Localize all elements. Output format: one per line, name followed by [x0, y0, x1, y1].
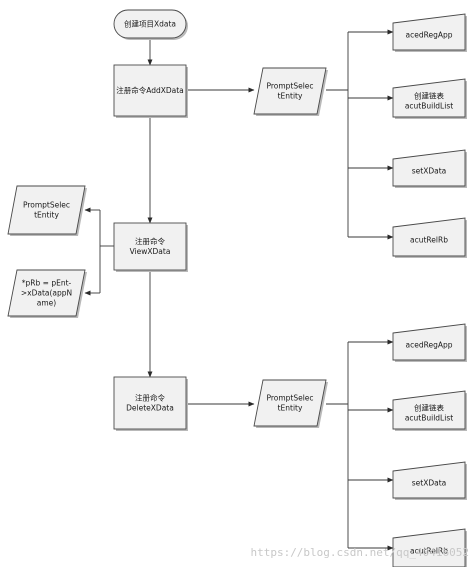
- node-d2-label-1: acutBuildList: [405, 102, 453, 111]
- node-delx-label-0: 注册命令: [135, 393, 165, 403]
- node-d5: acedRegApp: [392, 323, 467, 362]
- node-d8-label-0: acutRelRb: [410, 547, 448, 556]
- connector-lines: [84, 29, 394, 551]
- node-viewx-shape: [113, 222, 187, 271]
- node-ps3-shape: [253, 379, 327, 427]
- node-d4: acutRelRb: [392, 217, 467, 258]
- node-prb-label-2: ame): [37, 299, 57, 308]
- node-viewx-label-0: 注册命令: [135, 236, 165, 246]
- node-d3-label-0: setXData: [412, 167, 447, 176]
- node-ps2-shape: [7, 185, 86, 235]
- node-d3-shape: [392, 149, 466, 187]
- node-d2-label-0: 创建链表: [414, 91, 444, 101]
- node-delx-label-1: DeleteXData: [126, 404, 174, 413]
- node-d4-label-0: acutRelRb: [410, 236, 448, 245]
- node-d8: acutRelRb: [392, 528, 467, 569]
- node-start-shape: [113, 9, 187, 39]
- node-start: 创建项目Xdata: [113, 9, 188, 40]
- node-ps1-label-1: tEntity: [278, 92, 303, 101]
- node-ps2-label-1: tEntity: [34, 211, 59, 220]
- node-start-label-0: 创建项目Xdata: [124, 19, 176, 29]
- node-prb-label-1: >xData(appN: [21, 289, 72, 298]
- node-ps2-label-0: PromptSelec: [23, 201, 70, 210]
- node-d7-shape: [392, 461, 466, 499]
- node-addx-label-0: 注册命令AddXData: [116, 85, 184, 95]
- node-d5-shape: [392, 323, 466, 361]
- node-addx-shape: [113, 64, 187, 117]
- flowchart-nodes: 创建项目Xdata注册命令AddXData注册命令ViewXData注册命令De…: [7, 9, 467, 569]
- node-d7-label-0: setXData: [412, 479, 447, 488]
- node-d6-label-1: acutBuildList: [405, 414, 453, 423]
- node-d6-label-0: 创建链表: [414, 403, 444, 413]
- node-d4-shape: [392, 217, 466, 257]
- node-ps1-label-0: PromptSelec: [266, 82, 313, 91]
- node-ps1-shape: [253, 67, 327, 115]
- node-d3: setXData: [392, 149, 467, 188]
- node-prb-label-0: *pRb = pEnt-: [22, 279, 72, 288]
- node-d1-shape: [392, 13, 466, 51]
- node-d1: acedRegApp: [392, 13, 467, 52]
- node-prb-shape: [7, 269, 86, 317]
- watermark-text: https://blog.csdn.net/qq_40416052: [250, 546, 469, 559]
- node-addx: 注册命令AddXData: [113, 64, 188, 118]
- node-d7: setXData: [392, 461, 467, 500]
- node-d1-label-0: acedRegApp: [406, 31, 453, 40]
- node-d6-shape: [392, 390, 466, 430]
- node-viewx-label-1: ViewXData: [130, 247, 171, 256]
- node-ps3-label-0: PromptSelec: [266, 394, 313, 403]
- node-d5-label-0: acedRegApp: [406, 341, 453, 350]
- node-ps3-label-1: tEntity: [278, 404, 303, 413]
- node-delx-shape: [113, 376, 187, 430]
- node-d2-shape: [392, 78, 466, 118]
